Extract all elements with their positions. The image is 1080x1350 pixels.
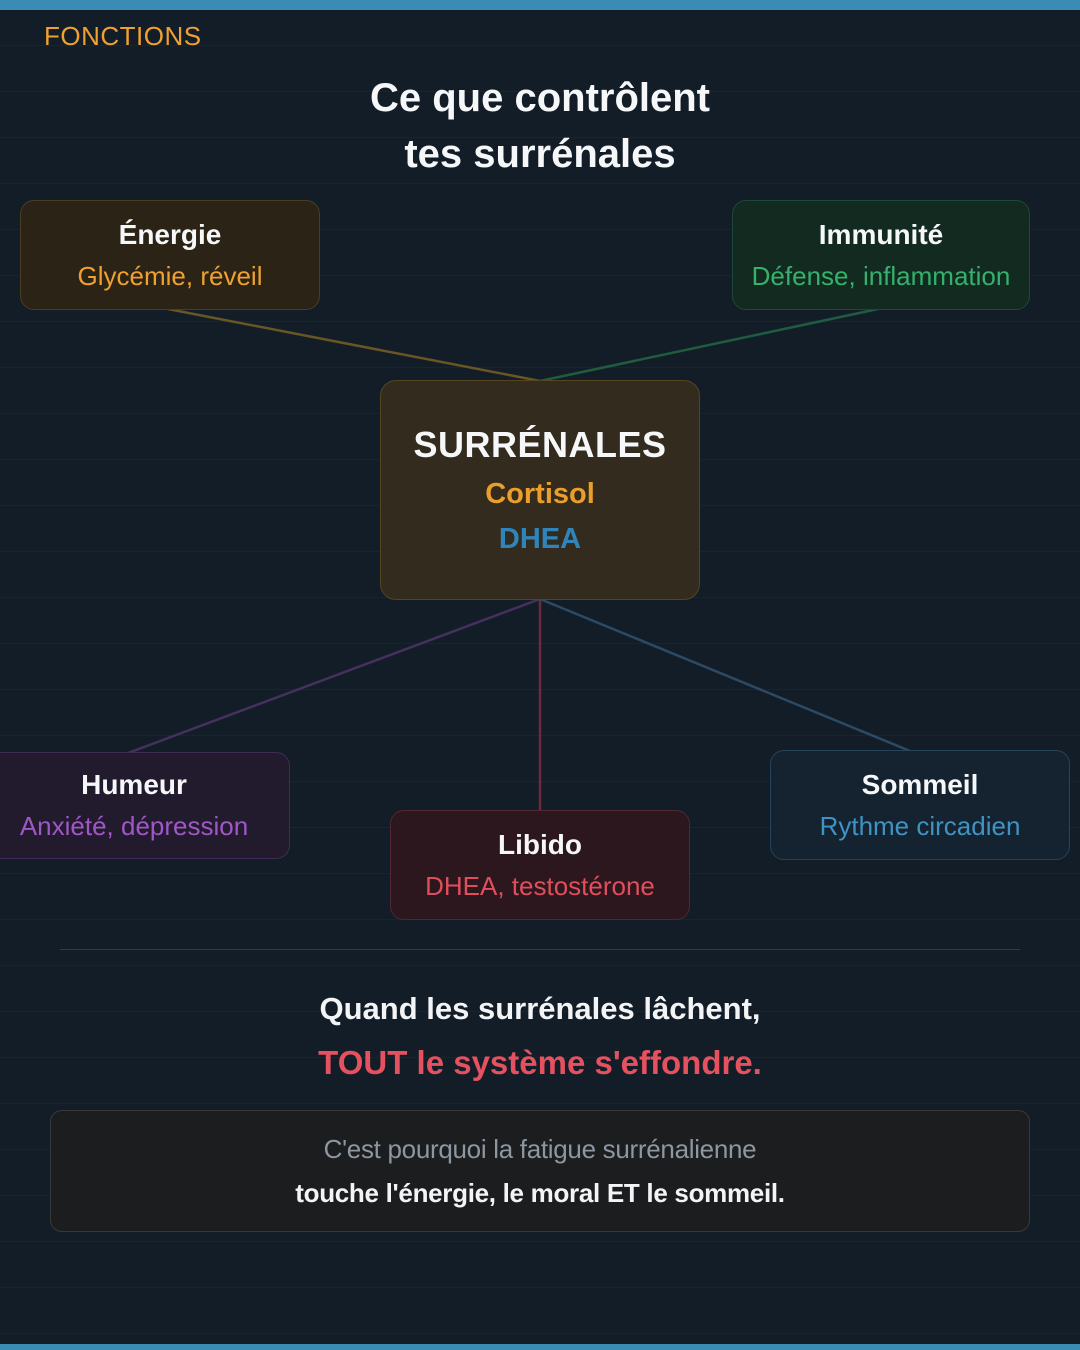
node-libido: Libido DHEA, testostérone: [390, 810, 690, 920]
hormone-cortisol: Cortisol: [485, 478, 595, 510]
node-energie: Énergie Glycémie, réveil: [20, 200, 320, 310]
conclusion-block: Quand les surrénales lâchent, TOUT le sy…: [0, 991, 1080, 1082]
section-divider: [60, 949, 1020, 950]
node-sommeil-subtitle: Rythme circadien: [819, 810, 1021, 841]
connector-energie: [167, 307, 541, 383]
conclusion-line1: Quand les surrénales lâchent,: [319, 991, 761, 1026]
node-libido-title: Libido: [498, 828, 582, 860]
node-energie-subtitle: Glycémie, réveil: [77, 260, 263, 291]
node-immunite-subtitle: Défense, inflammation: [751, 260, 1011, 291]
node-sommeil-title: Sommeil: [861, 768, 979, 800]
conclusion-line2: TOUT le système s'effondre.: [318, 1044, 762, 1081]
node-humeur-subtitle: Anxiété, dépression: [19, 811, 249, 841]
node-energie-title: Énergie: [118, 218, 222, 250]
node-surrenales: SURRÉNALES Cortisol DHEA: [380, 380, 700, 600]
section-tag: FONCTIONS: [44, 21, 202, 51]
page-title-line2: tes surrénales: [404, 132, 676, 176]
connector-immunite: [539, 307, 879, 383]
node-sommeil: Sommeil Rythme circadien: [770, 750, 1070, 860]
bottom-accent-bar: [0, 1344, 1080, 1350]
node-humeur: Humeur Anxiété, dépression: [0, 752, 290, 859]
node-surrenales-title: SURRÉNALES: [413, 424, 667, 465]
footnote-card: C'est pourquoi la fatigue surrénalienne …: [50, 1110, 1030, 1232]
page-title: Ce que contrôlent tes surrénales: [0, 70, 1080, 182]
hormone-dhea: DHEA: [498, 523, 582, 555]
connector-humeur: [127, 597, 541, 755]
footnote-line1: C'est pourquoi la fatigue surrénalienne: [323, 1133, 757, 1164]
node-humeur-title: Humeur: [81, 769, 187, 800]
footnote-line2: touche l'énergie, le moral ET le sommeil…: [295, 1177, 785, 1208]
top-accent-bar: [0, 0, 1080, 10]
node-libido-subtitle: DHEA, testostérone: [425, 870, 655, 901]
node-immunite: Immunité Défense, inflammation: [732, 200, 1030, 310]
page-title-line1: Ce que contrôlent: [369, 76, 711, 120]
connector-sommeil: [539, 597, 911, 753]
node-immunite-title: Immunité: [818, 218, 944, 250]
